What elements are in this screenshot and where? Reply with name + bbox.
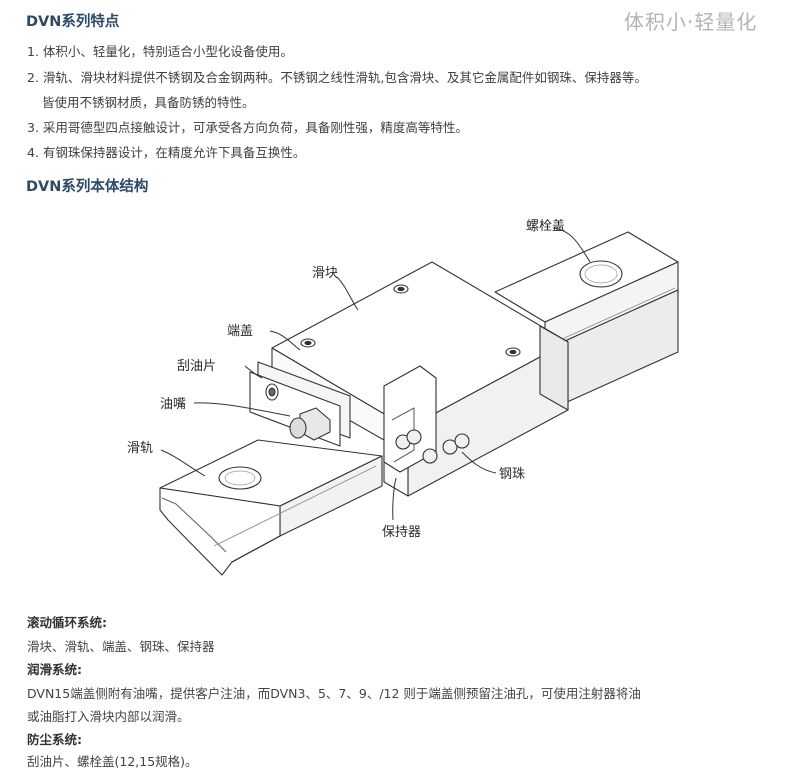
structure-heading: DVN系列本体结构 xyxy=(26,179,149,195)
linear-guide-diagram xyxy=(159,227,679,576)
lube-system-text-2: 或油脂打入滑块内部以润滑。 xyxy=(27,709,190,724)
lube-system-title: 润滑系统: xyxy=(27,662,82,677)
rail-front xyxy=(159,439,383,576)
rail-back xyxy=(494,231,679,413)
leader-lines xyxy=(160,227,591,521)
label-bolt-cap: 螺栓盖 xyxy=(526,219,566,234)
feature-item-4: 4. 有钢珠保持器设计，在精度允许下具备互换性。 xyxy=(27,145,306,160)
feature-item-2: 2. 滑轨、滑块材料提供不锈钢及合金钢两种。不锈钢之线性滑轨,包含滑块、及其它金… xyxy=(27,70,647,85)
label-slider: 滑块 xyxy=(312,266,339,281)
label-steel-ball: 钢珠 xyxy=(499,467,526,482)
label-retainer: 保持器 xyxy=(382,525,422,540)
lube-system-text-1: DVN15端盖侧附有油嘴，提供客户注油，而DVN3、5、7、9、/12 则于端盖… xyxy=(27,686,641,701)
features-heading: DVN系列特点 xyxy=(26,14,120,30)
rolling-system-title: 滚动循环系统: xyxy=(27,615,107,630)
rolling-system-text: 滑块、滑轨、端盖、钢珠、保持器 xyxy=(27,639,215,654)
tagline: 体积小·轻量化 xyxy=(624,10,758,34)
grease-nozzle xyxy=(289,407,331,441)
steel-balls xyxy=(395,429,470,464)
feature-item-2-cont: 皆使用不锈钢材质，具备防锈的特性。 xyxy=(42,95,255,110)
dust-system-text: 刮油片、螺栓盖(12,15规格)。 xyxy=(27,754,198,769)
label-nozzle: 油嘴 xyxy=(160,397,187,412)
label-end-cap: 端盖 xyxy=(227,324,254,339)
label-rail: 滑轨 xyxy=(127,441,154,456)
label-scraper: 刮油片 xyxy=(177,359,217,374)
feature-item-3: 3. 采用哥德型四点接触设计，可承受各方向负荷，具备刚性强，精度高等特性。 xyxy=(27,120,468,135)
feature-item-1: 1. 体积小、轻量化，特别适合小型化设备使用。 xyxy=(27,44,293,59)
rail-bolt-hole-front xyxy=(218,466,262,490)
dust-system-title: 防尘系统: xyxy=(27,732,82,747)
slider-block xyxy=(271,261,569,497)
